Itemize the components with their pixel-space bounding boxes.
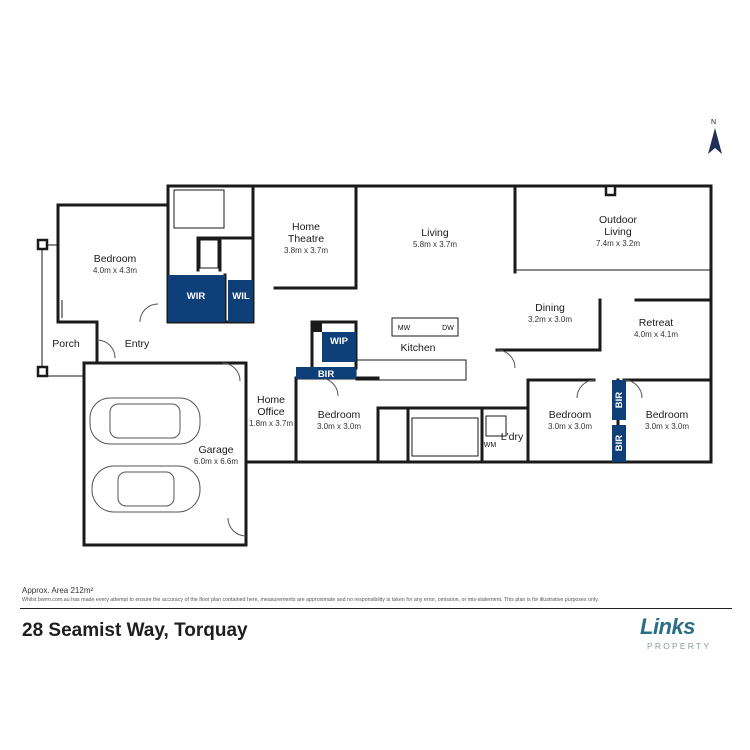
- posts: [36, 184, 617, 378]
- dining-dims: 3.2m x 3.0m: [528, 315, 572, 324]
- home-theatre-name-1: Home: [292, 221, 320, 233]
- garage-dims: 6.0m x 6.6m: [194, 457, 238, 466]
- bedroom-2-dims: 3.0m x 3.0m: [317, 422, 361, 431]
- wil-block: [228, 280, 253, 322]
- garage-cars: [89, 397, 201, 513]
- home-theatre-name-2: Theatre: [288, 233, 324, 245]
- north-arrow: N: [708, 119, 722, 154]
- living-name: Living: [421, 227, 449, 239]
- logo-sub-text: PROPERTY: [647, 641, 712, 651]
- garage-name: Garage: [198, 444, 233, 456]
- wip-block: [322, 332, 356, 362]
- bir-lower-label: BIR: [614, 435, 625, 452]
- bir-kitchen-label: BIR: [318, 369, 335, 380]
- door-swings: [96, 303, 643, 537]
- home-office-name-1: Home: [257, 394, 285, 406]
- property-address: 28 Seamist Way, Torquay: [22, 620, 248, 641]
- bir-lower-block: [612, 425, 626, 462]
- logo-main-text: Links: [640, 614, 695, 639]
- footer-divider: [20, 608, 732, 609]
- bir-kitchen-block: [296, 367, 356, 379]
- retreat-dims: 4.0m x 4.1m: [634, 330, 678, 339]
- bir-upper-block: [612, 380, 626, 420]
- retreat-name: Retreat: [639, 317, 674, 329]
- home-office-name-2: Office: [257, 406, 284, 418]
- wm-label: WM: [484, 442, 497, 449]
- mw-label: MW: [398, 325, 411, 332]
- home-office-dims: 1.8m x 3.7m: [249, 419, 293, 428]
- thin-lines: [41, 189, 711, 457]
- entry-name: Entry: [125, 338, 150, 350]
- dining-name: Dining: [535, 302, 565, 314]
- bedroom-4-name: Bedroom: [646, 409, 689, 421]
- disclaimer: Whilst bwrm.com.au has made every attemp…: [22, 597, 599, 603]
- kitchen-name: Kitchen: [400, 342, 435, 354]
- bir-upper-label: BIR: [614, 392, 625, 409]
- bedroom-main-dims: 4.0m x 4.3m: [93, 266, 137, 275]
- outdoor-living-name-1: Outdoor: [599, 214, 637, 226]
- wir-label: WIR: [187, 291, 206, 302]
- living-dims: 5.8m x 3.7m: [413, 240, 457, 249]
- wip-label: WIP: [330, 336, 349, 347]
- links-property-logo: Links PROPERTY: [636, 614, 728, 652]
- bedroom-3-dims: 3.0m x 3.0m: [548, 422, 592, 431]
- bedroom-4-dims: 3.0m x 3.0m: [645, 422, 689, 431]
- porch-name: Porch: [52, 338, 80, 350]
- home-theatre-dims: 3.8m x 3.7m: [284, 246, 328, 255]
- wir-block: [168, 275, 225, 322]
- wil-label: WIL: [232, 291, 250, 302]
- laundry-name: L'dry: [501, 431, 524, 443]
- dw-label: DW: [442, 325, 454, 332]
- floor-plan: N Bedroom 4.0m x 4.3m Home Theatre 3.8m …: [36, 119, 722, 547]
- outdoor-living-name-2: Living: [604, 226, 632, 238]
- bedroom-main-name: Bedroom: [94, 253, 137, 265]
- bedroom-2-name: Bedroom: [318, 409, 361, 421]
- approx-area: Approx. Area 212m²: [22, 586, 94, 595]
- outdoor-living-dims: 7.4m x 3.2m: [596, 239, 640, 248]
- north-label: N: [711, 119, 716, 126]
- bedroom-3-name: Bedroom: [549, 409, 592, 421]
